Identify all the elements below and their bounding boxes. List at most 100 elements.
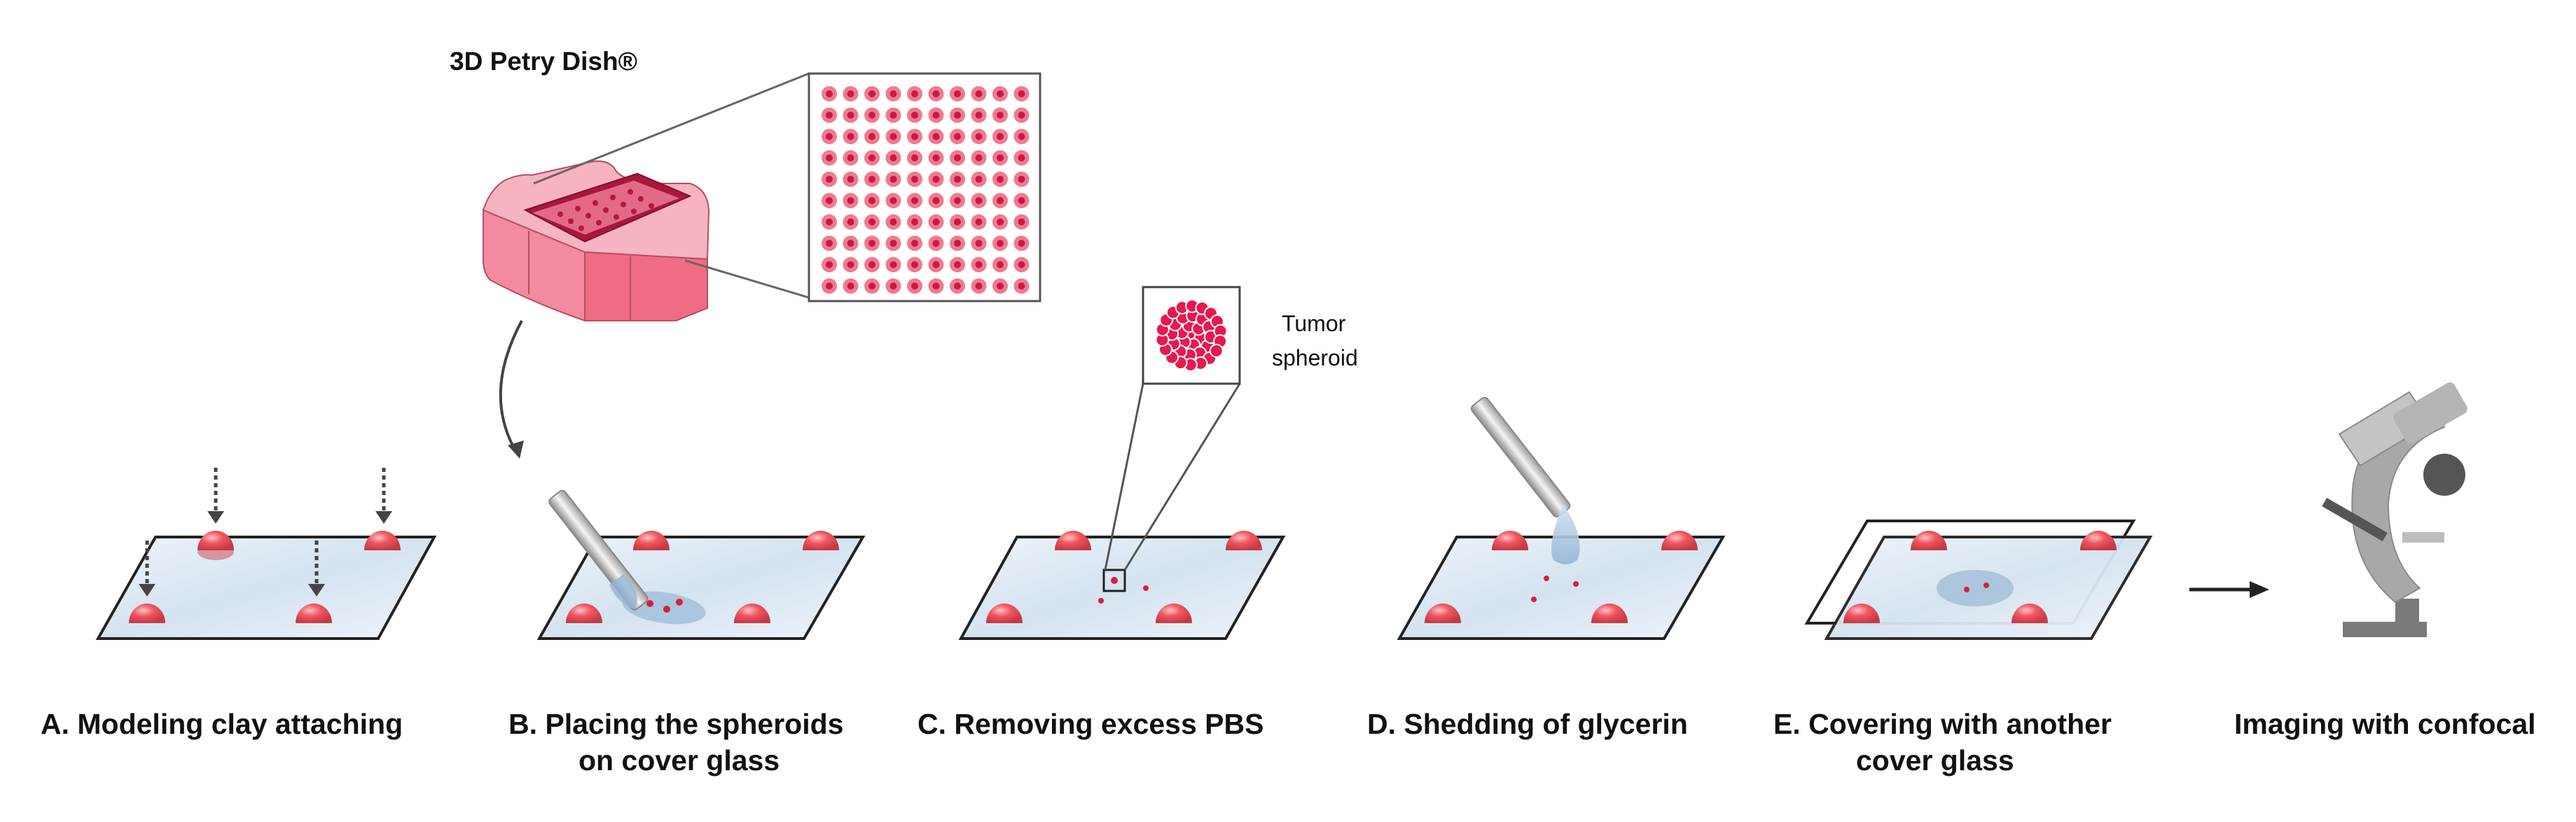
well-spheroid xyxy=(911,282,918,290)
well-spheroid xyxy=(826,282,833,290)
pipette-icon xyxy=(548,489,649,611)
well-spheroid xyxy=(975,176,983,183)
well-spheroid xyxy=(1018,218,1025,225)
pipette-icon xyxy=(1470,396,1580,564)
arrow-down-icon xyxy=(139,511,392,597)
well-spheroid xyxy=(954,197,961,204)
well-spheroid xyxy=(997,239,1004,247)
well-spheroid xyxy=(868,90,875,97)
well-grid-icon xyxy=(808,72,1041,302)
well-spheroid xyxy=(889,261,897,268)
well-spheroid xyxy=(975,90,983,97)
well-spheroid xyxy=(997,133,1004,140)
clay-ball xyxy=(364,531,401,550)
well-spheroid xyxy=(847,154,854,162)
well-spheroid xyxy=(868,197,875,204)
step-b-caption-line1: B. Placing the spheroids xyxy=(508,708,843,740)
well-spheroid xyxy=(1018,111,1025,119)
spheroid-icon xyxy=(1155,299,1228,372)
well-spheroid xyxy=(847,197,854,204)
well-spheroid xyxy=(932,154,940,162)
well-spheroid xyxy=(954,218,961,225)
well-spheroid xyxy=(847,218,854,225)
glycerin-drop xyxy=(1551,504,1580,564)
step-e-caption-line1: E. Covering with another xyxy=(1773,708,2112,740)
well-spheroid xyxy=(847,261,854,268)
well-spheroid xyxy=(826,111,833,119)
step-a-glass xyxy=(95,468,437,640)
well-spheroid xyxy=(911,176,918,183)
well-spheroid xyxy=(826,239,833,247)
well-spheroid xyxy=(975,111,983,119)
well-spheroid xyxy=(954,90,961,97)
well-spheroid xyxy=(932,176,940,183)
well-spheroid xyxy=(997,111,1004,119)
well-spheroid xyxy=(1018,176,1025,183)
step-a-caption: A. Modeling clay attaching xyxy=(41,708,403,740)
well-spheroid xyxy=(932,239,940,247)
well-spheroid xyxy=(997,154,1004,162)
well-spheroid xyxy=(868,133,875,140)
well-spheroid xyxy=(932,90,940,97)
step-b-caption-line2: on cover glass xyxy=(579,744,780,776)
well-spheroid xyxy=(997,197,1004,204)
step-c-caption: C. Removing excess PBS xyxy=(917,708,1263,740)
clay-ball xyxy=(296,604,332,623)
well-spheroid xyxy=(997,176,1004,183)
well-spheroid xyxy=(847,176,854,183)
well-spheroid xyxy=(889,197,897,204)
step-d-glass xyxy=(1397,396,1726,640)
well-spheroid xyxy=(868,218,875,225)
well-spheroid xyxy=(868,111,875,119)
step-f-caption: Imaging with confocal xyxy=(2234,708,2536,740)
well-spheroid xyxy=(911,90,918,97)
well-spheroid xyxy=(826,90,833,97)
well-spheroid xyxy=(847,239,854,247)
well-spheroid xyxy=(975,133,983,140)
well-spheroid xyxy=(826,218,833,225)
well-spheroid xyxy=(975,154,983,162)
well-spheroid xyxy=(932,261,940,268)
well-spheroid xyxy=(1018,197,1025,204)
well-spheroid xyxy=(847,133,854,140)
well-spheroid xyxy=(1018,90,1025,97)
well-spheroid xyxy=(997,218,1004,225)
well-spheroid xyxy=(911,239,918,247)
tumor-spheroid-label-line1: Tumor xyxy=(1282,311,1346,336)
well-spheroid xyxy=(826,154,833,162)
well-spheroid xyxy=(975,197,983,204)
well-spheroid xyxy=(997,282,1004,290)
well-spheroid xyxy=(868,282,875,290)
well-spheroid xyxy=(911,111,918,119)
well-spheroid xyxy=(868,176,875,183)
well-spheroid xyxy=(826,197,833,204)
well-spheroid xyxy=(975,218,983,225)
tumor-spheroid-label-line2: spheroid xyxy=(1272,345,1358,370)
clay-ball xyxy=(129,604,165,623)
step-c-glass: Tumor spheroid xyxy=(958,286,1358,640)
well-spheroid xyxy=(911,197,918,204)
petri-dish-icon xyxy=(482,160,710,322)
microscope-icon xyxy=(2322,382,2467,637)
well-spheroid xyxy=(889,218,897,225)
well-spheroid xyxy=(889,90,897,97)
well-spheroid xyxy=(932,133,940,140)
well-spheroid xyxy=(954,154,961,162)
well-spheroid xyxy=(932,218,940,225)
well-spheroid xyxy=(997,90,1004,97)
well-spheroid xyxy=(1018,239,1025,247)
clay-ball xyxy=(198,531,234,550)
well-spheroid xyxy=(868,261,875,268)
well-spheroid xyxy=(1018,282,1025,290)
well-spheroid xyxy=(975,282,983,290)
well-spheroid xyxy=(954,282,961,290)
well-spheroid xyxy=(911,133,918,140)
well-spheroid xyxy=(932,282,940,290)
well-spheroid xyxy=(826,176,833,183)
well-spheroid xyxy=(1018,154,1025,162)
spheroid-cell xyxy=(1209,343,1224,358)
well-spheroid xyxy=(975,261,983,268)
well-spheroid xyxy=(889,154,897,162)
well-spheroid xyxy=(911,154,918,162)
well-spheroid xyxy=(847,282,854,290)
